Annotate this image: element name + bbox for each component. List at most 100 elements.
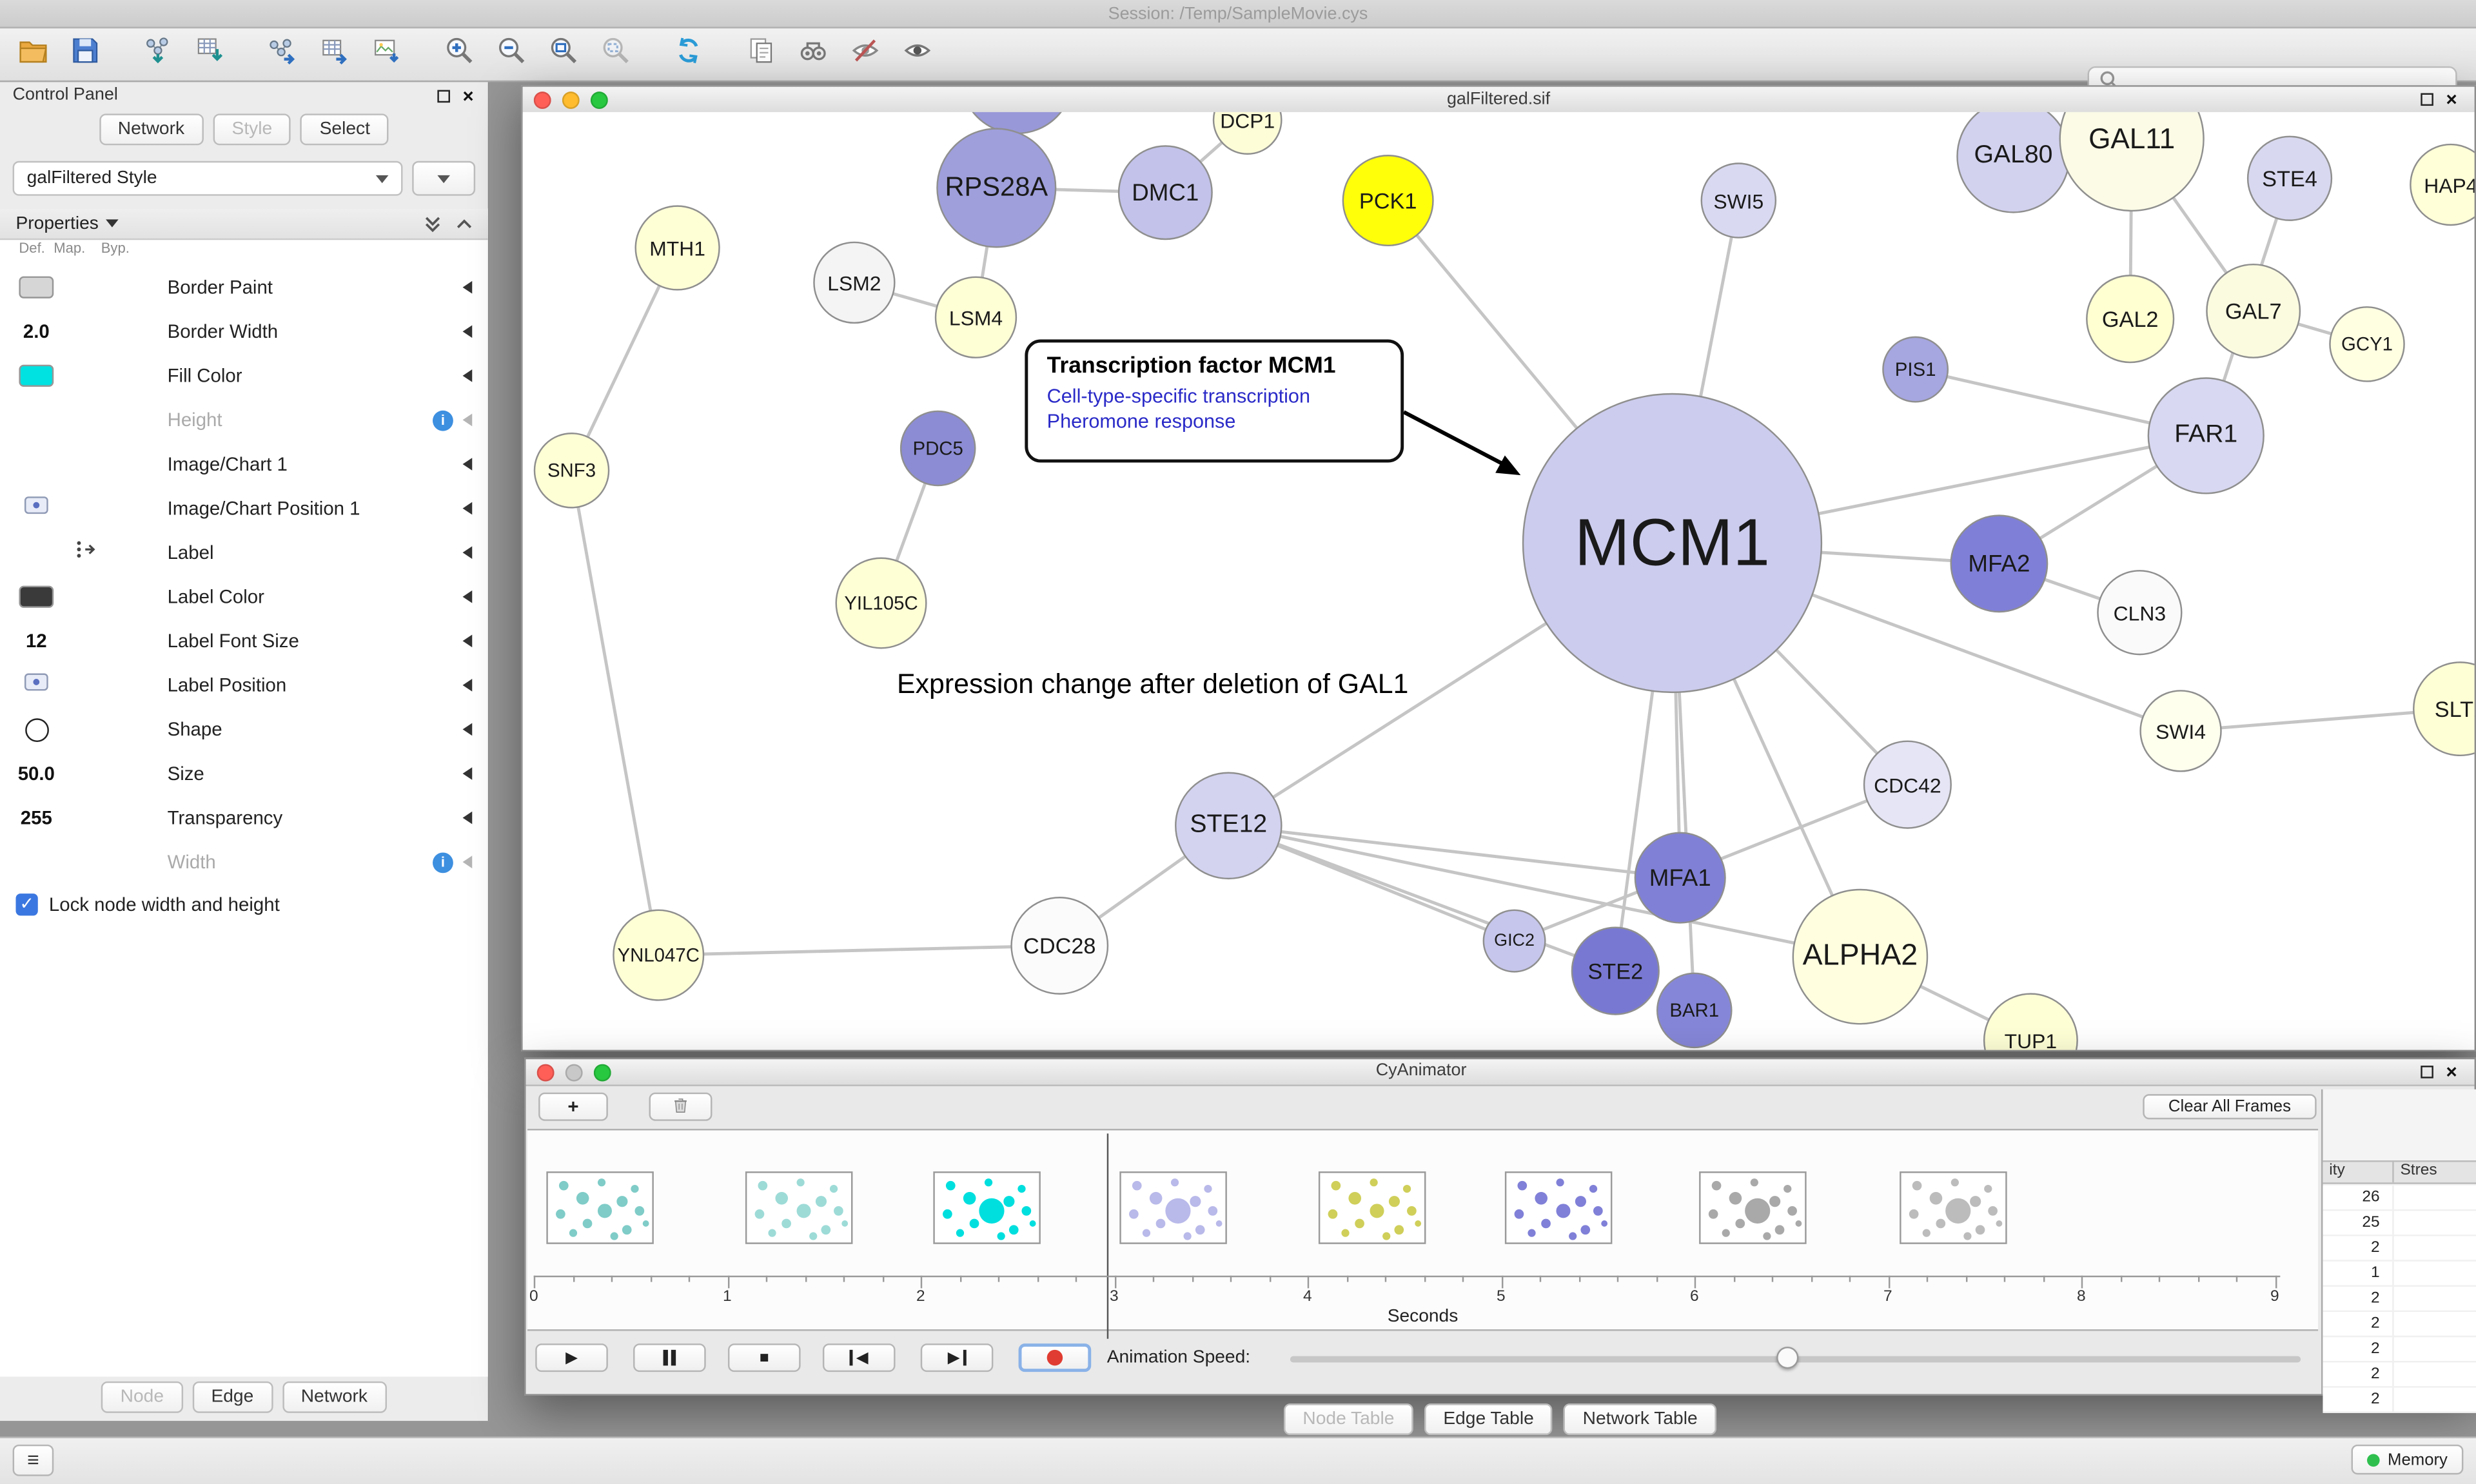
- network-node-swi5[interactable]: SWI5: [1700, 162, 1777, 239]
- zoom-window-icon[interactable]: [590, 92, 608, 109]
- default-value-cell[interactable]: [10, 364, 63, 387]
- network-node-lsm2[interactable]: LSM2: [813, 241, 896, 324]
- default-value-cell[interactable]: [10, 276, 63, 298]
- network-node-ste2[interactable]: STE2: [1571, 926, 1660, 1015]
- show-details-button[interactable]: [894, 34, 941, 75]
- expand-row-icon[interactable]: [462, 280, 473, 294]
- skip-end-button[interactable]: ▶: [920, 1343, 994, 1372]
- expand-row-icon[interactable]: [462, 811, 473, 825]
- info-icon[interactable]: [433, 409, 453, 431]
- network-node-snf3[interactable]: SNF3: [533, 433, 610, 509]
- info-icon[interactable]: [433, 852, 453, 873]
- tab-network-table[interactable]: Network Table: [1564, 1403, 1717, 1436]
- menu-button[interactable]: [12, 1444, 54, 1476]
- property-row[interactable]: Width: [0, 840, 488, 884]
- frame-thumbnail[interactable]: [1318, 1171, 1426, 1244]
- network-node-cdc42[interactable]: CDC42: [1863, 740, 1952, 829]
- lock-size-checkbox[interactable]: [15, 893, 38, 916]
- network-node-lsm4[interactable]: LSM4: [934, 276, 1017, 358]
- float-window-icon[interactable]: [2421, 93, 2433, 106]
- property-row[interactable]: Label: [0, 531, 488, 575]
- property-row[interactable]: Shape: [0, 707, 488, 752]
- expand-row-icon[interactable]: [462, 723, 473, 736]
- properties-header[interactable]: Properties: [0, 208, 488, 240]
- network-edge[interactable]: [1228, 824, 1616, 973]
- export-network-button[interactable]: [259, 34, 306, 75]
- export-table-button[interactable]: [311, 34, 358, 75]
- table-row[interactable]: 2: [2323, 1286, 2476, 1313]
- collapse-icon[interactable]: [457, 217, 472, 230]
- property-row[interactable]: Fill Color: [0, 354, 488, 398]
- save-button[interactable]: [62, 34, 109, 75]
- network-node-bar1[interactable]: BAR1: [1656, 972, 1733, 1049]
- property-row[interactable]: Height: [0, 398, 488, 442]
- table-row[interactable]: 2: [2323, 1236, 2476, 1262]
- clear-all-frames-button[interactable]: Clear All Frames: [2143, 1094, 2317, 1120]
- tab-edge-table[interactable]: Edge Table: [1424, 1403, 1553, 1436]
- network-node-far1[interactable]: FAR1: [2147, 377, 2265, 494]
- memory-button[interactable]: Memory: [2351, 1444, 2464, 1475]
- column-connectivity-label[interactable]: ity: [2329, 1162, 2345, 1180]
- expand-row-icon[interactable]: [462, 767, 473, 780]
- network-node-cdc28[interactable]: CDC28: [1010, 897, 1109, 995]
- mapping-cell[interactable]: [63, 538, 110, 567]
- network-edge[interactable]: [1228, 824, 1680, 880]
- property-row[interactable]: Border Paint: [0, 265, 488, 309]
- network-node-gal80[interactable]: GAL80: [1956, 112, 2070, 213]
- zoom-fit-button[interactable]: [540, 34, 587, 75]
- tab-node-table[interactable]: Node Table: [1284, 1403, 1413, 1436]
- network-node-mcm1[interactable]: MCM1: [1522, 393, 1823, 694]
- expand-row-icon[interactable]: [462, 546, 473, 559]
- stop-button[interactable]: ■: [727, 1343, 801, 1372]
- property-row[interactable]: Label Position: [0, 663, 488, 708]
- table-row[interactable]: 2: [2323, 1387, 2476, 1413]
- property-row[interactable]: Image/Chart 1: [0, 442, 488, 487]
- import-network-button[interactable]: [134, 34, 181, 75]
- annotation-box[interactable]: Transcription factor MCM1 Cell-type-spec…: [1025, 339, 1404, 463]
- float-panel-icon[interactable]: [2421, 1066, 2433, 1079]
- default-value-cell[interactable]: [10, 718, 63, 741]
- close-panel-icon[interactable]: [463, 87, 478, 106]
- network-node-pdc5[interactable]: PDC5: [899, 410, 976, 487]
- frame-thumbnail[interactable]: [933, 1171, 1041, 1244]
- network-node-hap4[interactable]: HAP4: [2410, 143, 2475, 226]
- expand-row-icon[interactable]: [462, 855, 473, 868]
- zoom-window-icon[interactable]: [593, 1064, 611, 1082]
- copy-button[interactable]: [738, 34, 785, 75]
- expand-row-icon[interactable]: [462, 369, 473, 382]
- default-value-cell[interactable]: 255: [10, 806, 63, 828]
- minimize-window-icon[interactable]: [565, 1064, 583, 1082]
- play-button[interactable]: ▶: [535, 1343, 608, 1372]
- close-panel-icon[interactable]: [2446, 1062, 2461, 1081]
- close-window-icon[interactable]: [533, 92, 551, 109]
- expand-row-icon[interactable]: [462, 458, 473, 471]
- timeline-playhead[interactable]: [1106, 1133, 1109, 1339]
- find-button[interactable]: [789, 34, 836, 75]
- expand-row-icon[interactable]: [462, 634, 473, 648]
- network-node-rps28a[interactable]: RPS28A: [936, 128, 1057, 248]
- hide-details-button[interactable]: [841, 34, 889, 75]
- frame-thumbnail[interactable]: [546, 1171, 654, 1244]
- tab-network[interactable]: Network: [99, 113, 204, 146]
- network-node-yil105c[interactable]: YIL105C: [835, 557, 927, 649]
- default-value-cell[interactable]: 50.0: [10, 763, 63, 785]
- open-button[interactable]: [10, 34, 57, 75]
- pause-button[interactable]: [633, 1343, 706, 1372]
- float-panel-icon[interactable]: [437, 90, 450, 103]
- property-row[interactable]: Image/Chart Position 1: [0, 486, 488, 531]
- network-node-mfa2[interactable]: MFA2: [1950, 514, 2049, 613]
- network-node-cln3[interactable]: CLN3: [2097, 570, 2183, 656]
- network-node-swi4[interactable]: SWI4: [2139, 690, 2222, 772]
- zoom-selected-button[interactable]: [592, 34, 639, 75]
- expand-row-icon[interactable]: [462, 325, 473, 338]
- expand-all-icon[interactable]: [425, 214, 440, 233]
- tab-style[interactable]: Style: [213, 113, 291, 146]
- table-row[interactable]: 25: [2323, 1211, 2476, 1236]
- column-stress-label[interactable]: Stres: [2392, 1162, 2476, 1183]
- refresh-view-button[interactable]: [665, 34, 712, 75]
- network-edge[interactable]: [658, 944, 1060, 957]
- expand-row-icon[interactable]: [462, 590, 473, 603]
